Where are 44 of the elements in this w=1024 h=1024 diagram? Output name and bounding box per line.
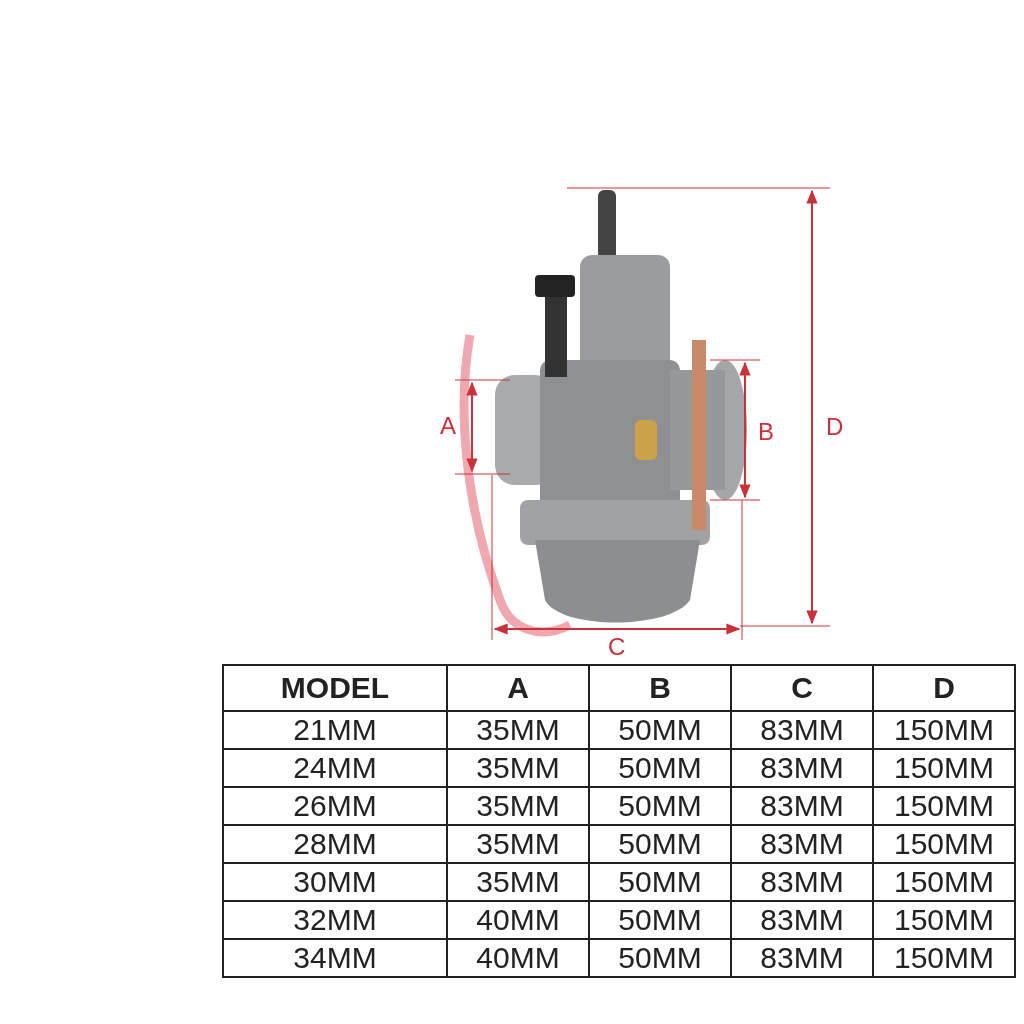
dimension-label: A bbox=[440, 412, 456, 440]
table-cell: 50MM bbox=[589, 787, 731, 825]
table-header-cell: B bbox=[589, 665, 731, 711]
table-cell: 50MM bbox=[589, 711, 731, 749]
table-header-cell: A bbox=[447, 665, 589, 711]
table-cell: 35MM bbox=[447, 711, 589, 749]
table-cell: 83MM bbox=[731, 863, 873, 901]
table-cell: 35MM bbox=[447, 825, 589, 863]
table-cell: 150MM bbox=[873, 787, 1015, 825]
table-cell: 83MM bbox=[731, 749, 873, 787]
table-cell: 50MM bbox=[589, 901, 731, 939]
table-cell: 35MM bbox=[447, 863, 589, 901]
table-cell: 50MM bbox=[589, 825, 731, 863]
table-cell: 34MM bbox=[223, 939, 447, 977]
dimension-label: D bbox=[826, 413, 844, 441]
table-cell: 83MM bbox=[731, 939, 873, 977]
table-cell: 40MM bbox=[447, 901, 589, 939]
table-cell: 83MM bbox=[731, 711, 873, 749]
table-header-cell: MODEL bbox=[223, 665, 447, 711]
table-cell: 50MM bbox=[589, 749, 731, 787]
table-cell: 30MM bbox=[223, 863, 447, 901]
table-cell: 28MM bbox=[223, 825, 447, 863]
table-cell: 83MM bbox=[731, 901, 873, 939]
table-cell: 40MM bbox=[447, 939, 589, 977]
dimension-label: C bbox=[608, 633, 626, 661]
table-cell: 83MM bbox=[731, 787, 873, 825]
table-header-cell: C bbox=[731, 665, 873, 711]
table-cell: 24MM bbox=[223, 749, 447, 787]
table-cell: 35MM bbox=[447, 787, 589, 825]
table-cell: 83MM bbox=[731, 825, 873, 863]
table-cell: 21MM bbox=[223, 711, 447, 749]
table-header-cell: D bbox=[873, 665, 1015, 711]
table-cell: 50MM bbox=[589, 863, 731, 901]
table-cell: 150MM bbox=[873, 711, 1015, 749]
table-cell: 35MM bbox=[447, 749, 589, 787]
table-cell: 50MM bbox=[589, 939, 731, 977]
table-cell: 150MM bbox=[873, 863, 1015, 901]
table-cell: 150MM bbox=[873, 939, 1015, 977]
table-cell: 150MM bbox=[873, 901, 1015, 939]
table-cell: 26MM bbox=[223, 787, 447, 825]
dimension-label: B bbox=[758, 418, 774, 446]
table-cell: 32MM bbox=[223, 901, 447, 939]
table-cell: 150MM bbox=[873, 825, 1015, 863]
table-cell: 150MM bbox=[873, 749, 1015, 787]
